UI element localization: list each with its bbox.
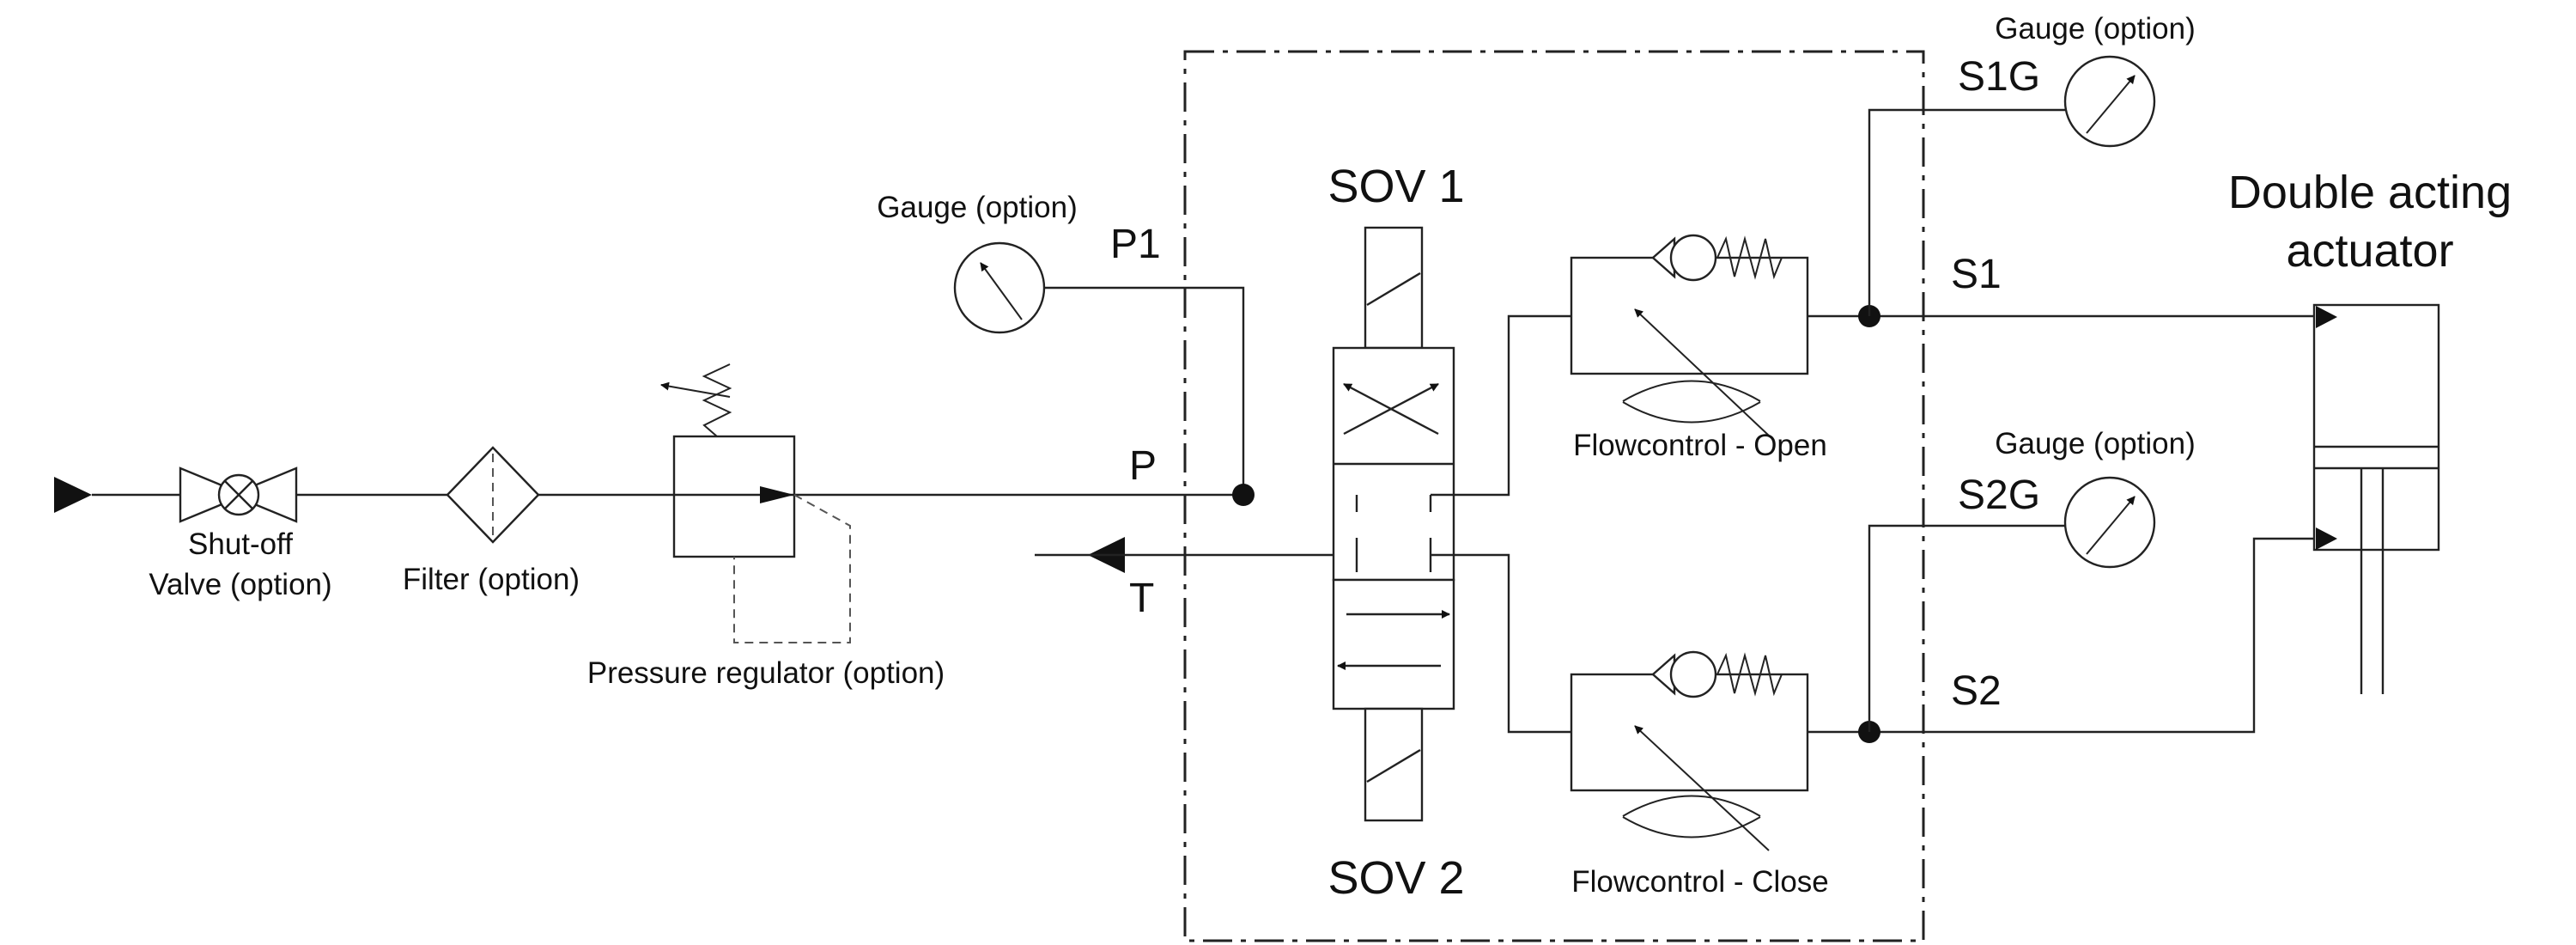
flowcontrol-close-label: Flowcontrol - Close	[1571, 865, 1829, 899]
filter-label: Filter (option)	[403, 563, 580, 596]
gauge-s1g-symbol	[2063, 55, 2156, 148]
line-s1g	[1868, 108, 2065, 316]
pressure-regulator-label: Pressure regulator (option)	[587, 656, 945, 690]
supply-inlet-arrow	[54, 477, 92, 513]
pressure-regulator-symbol	[660, 363, 851, 643]
actuator-label-line1: Double acting	[2228, 167, 2512, 218]
port-t-label: T	[1129, 576, 1154, 621]
shutoff-valve-label-line2: Valve (option)	[149, 568, 331, 601]
port-s2g-label: S2G	[1958, 472, 2040, 518]
filter-symbol	[446, 446, 540, 544]
double-acting-actuator-symbol	[2312, 303, 2440, 694]
junction-p	[1232, 484, 1255, 506]
gauge-s2g-symbol	[2063, 476, 2156, 569]
sov-valve-symbol	[1332, 226, 1455, 822]
actuator-label-line2: actuator	[2286, 225, 2453, 277]
line-to-flow-open	[1431, 314, 1571, 497]
flowcontrol-open-symbol	[1570, 234, 1809, 436]
gauge-p1-line	[1044, 286, 1245, 495]
shutoff-valve-symbol	[179, 466, 298, 523]
port-s1g-label: S1G	[1958, 54, 2040, 100]
sov1-label: SOV 1	[1327, 161, 1464, 212]
shutoff-valve-label-line1: Shut-off	[188, 527, 293, 561]
gauge-s1g-label: Gauge (option)	[1995, 12, 2195, 46]
line-s2	[1807, 537, 2318, 734]
port-s2-label: S2	[1951, 668, 2002, 714]
gauge-p1-symbol	[953, 241, 1046, 334]
flowcontrol-close-symbol	[1570, 650, 1809, 851]
port-p1-label: P1	[1110, 222, 1161, 267]
port-p-label: P	[1129, 443, 1157, 489]
flowcontrol-open-label: Flowcontrol - Open	[1573, 429, 1827, 462]
port-s1-label: S1	[1951, 252, 2002, 297]
line-s2g	[1868, 524, 2065, 732]
sov2-label: SOV 2	[1327, 852, 1464, 904]
valve-assembly-boundary	[1183, 50, 1925, 942]
gauge-s2g-label: Gauge (option)	[1995, 427, 2195, 460]
gauge-p1-label: Gauge (option)	[877, 191, 1077, 224]
line-to-flow-close	[1431, 553, 1571, 734]
